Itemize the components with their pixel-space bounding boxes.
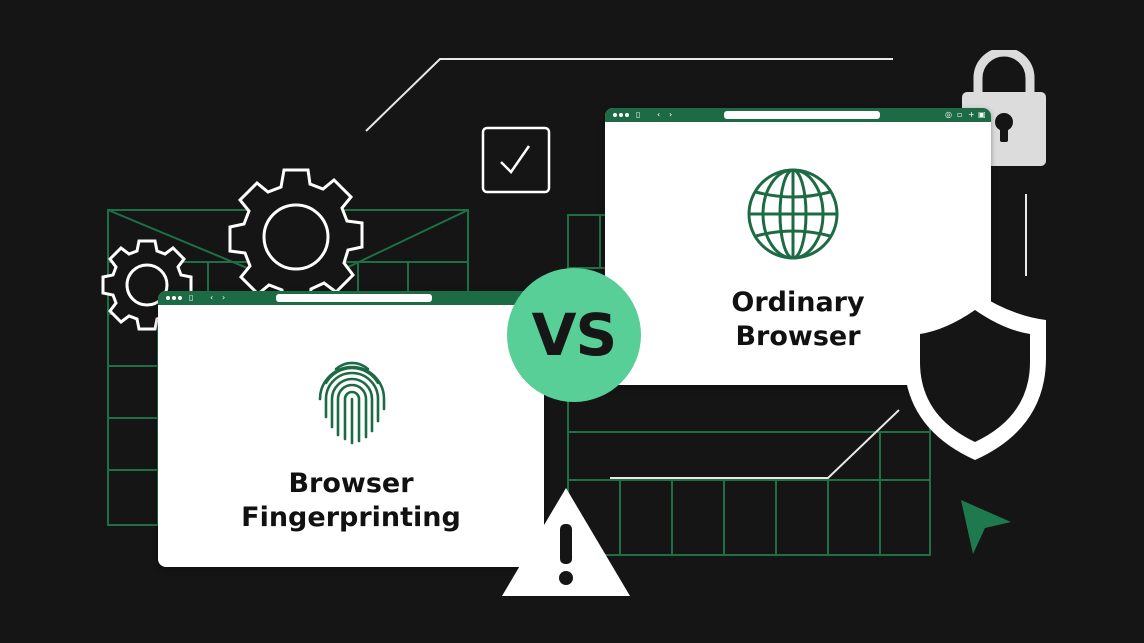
window-control-dot[interactable] xyxy=(613,113,617,117)
sidebar-icon[interactable]: ▯ xyxy=(636,110,641,119)
share-icon[interactable]: ▫ xyxy=(957,110,963,119)
gear-icon xyxy=(228,168,364,306)
download-icon[interactable]: ◎ xyxy=(945,110,952,119)
left-browser-window: ▯ ‹ › Browser Fingerprinting xyxy=(158,291,544,567)
shield-icon xyxy=(904,292,1046,460)
title-line: Fingerprinting xyxy=(241,502,461,533)
fingerprint-icon xyxy=(318,361,386,445)
forward-arrow-icon[interactable]: › xyxy=(669,110,673,119)
checkbox-icon xyxy=(481,126,551,194)
browser-toolbar: ▯ ‹ › ◎ ▫ + ▣ xyxy=(605,108,991,122)
warning-icon xyxy=(502,488,630,596)
tabs-overview-icon[interactable]: ▣ xyxy=(978,110,986,119)
address-bar[interactable] xyxy=(724,111,880,119)
white-lines xyxy=(365,58,1027,479)
back-arrow-icon[interactable]: ‹ xyxy=(210,293,214,302)
window-control-dot[interactable] xyxy=(178,296,182,300)
title-line: Browser xyxy=(735,321,861,352)
globe-icon xyxy=(747,168,839,260)
vs-badge: VS xyxy=(507,268,641,402)
window-control-dot[interactable] xyxy=(172,296,176,300)
new-tab-icon[interactable]: + xyxy=(968,110,975,119)
sidebar-icon[interactable]: ▯ xyxy=(189,293,194,302)
left-window-title: Browser Fingerprinting xyxy=(158,467,544,535)
back-arrow-icon[interactable]: ‹ xyxy=(657,110,661,119)
right-window-title: Ordinary Browser xyxy=(605,286,991,354)
window-control-dot[interactable] xyxy=(166,296,170,300)
cursor-icon xyxy=(961,500,1011,554)
address-bar[interactable] xyxy=(276,294,432,302)
window-control-dot[interactable] xyxy=(625,113,629,117)
title-line: Browser xyxy=(288,468,414,499)
forward-arrow-icon[interactable]: › xyxy=(222,293,226,302)
browser-toolbar: ▯ ‹ › xyxy=(158,291,544,305)
title-line: Ordinary xyxy=(731,287,865,318)
window-control-dot[interactable] xyxy=(619,113,623,117)
